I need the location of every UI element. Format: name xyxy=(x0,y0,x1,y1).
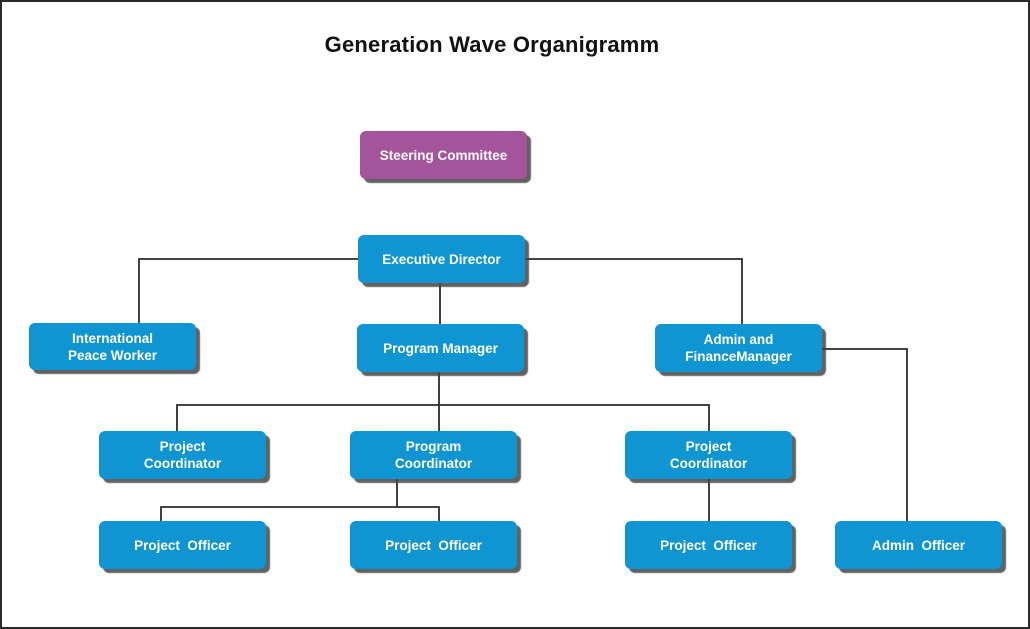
org-node-label-line1: Program xyxy=(405,439,462,454)
org-node-label: Program Manager xyxy=(383,340,498,356)
org-node-label-line1: International xyxy=(71,330,153,346)
page-title: Generation Wave Organigramm xyxy=(324,32,660,57)
org-node-label: Executive Director xyxy=(382,251,501,267)
org-node-project-officer-3: Project Officer xyxy=(625,521,792,569)
org-node-program-manager: Program Manager xyxy=(357,324,524,372)
org-node-label-line2: FinanceManager xyxy=(685,349,792,364)
org-node-label: Admin Officer xyxy=(871,537,965,553)
org-node-label: Project Officer xyxy=(660,537,757,553)
org-node-label-line2: Peace Worker xyxy=(67,347,158,363)
org-node-project-officer-2: Project Officer xyxy=(350,521,517,569)
org-node-executive-director: Executive Director xyxy=(358,235,525,283)
org-node-label: Project Officer xyxy=(134,537,231,553)
org-node-admin-and-finance-manager: Admin and FinanceManager xyxy=(655,324,822,372)
org-node-label-line1: Project xyxy=(685,439,732,454)
edge-exec-to-international-peace-worker xyxy=(138,258,358,323)
org-node-label-line1: Admin and xyxy=(703,332,774,347)
org-node-label: Steering Committee xyxy=(379,147,508,163)
org-node-project-officer-1: Project Officer xyxy=(99,521,266,569)
org-node-project-coordinator-1: Project Coordinator xyxy=(99,431,266,479)
org-node-label-line1: Project xyxy=(159,439,206,454)
org-node-international-peace-worker: International Peace Worker xyxy=(29,323,196,370)
edge-officer-rail xyxy=(160,506,440,521)
org-node-label-line2: Coordinator xyxy=(669,456,748,471)
org-node-program-coordinator: Program Coordinator xyxy=(350,431,517,479)
org-node-label-line2: Coordinator xyxy=(143,456,222,471)
org-node-steering-committee: Steering Committee xyxy=(360,131,527,179)
org-node-project-coordinator-2: Project Coordinator xyxy=(625,431,792,479)
org-node-label: Project Officer xyxy=(385,537,482,553)
org-node-admin-officer: Admin Officer xyxy=(835,521,1002,569)
edge-exec-to-admin-finance-manager xyxy=(525,258,743,324)
edge-admin-finance-to-admin-officer xyxy=(822,348,908,521)
org-node-label-line2: Coordinator xyxy=(394,456,473,471)
edge-coordinator-rail xyxy=(176,404,710,431)
